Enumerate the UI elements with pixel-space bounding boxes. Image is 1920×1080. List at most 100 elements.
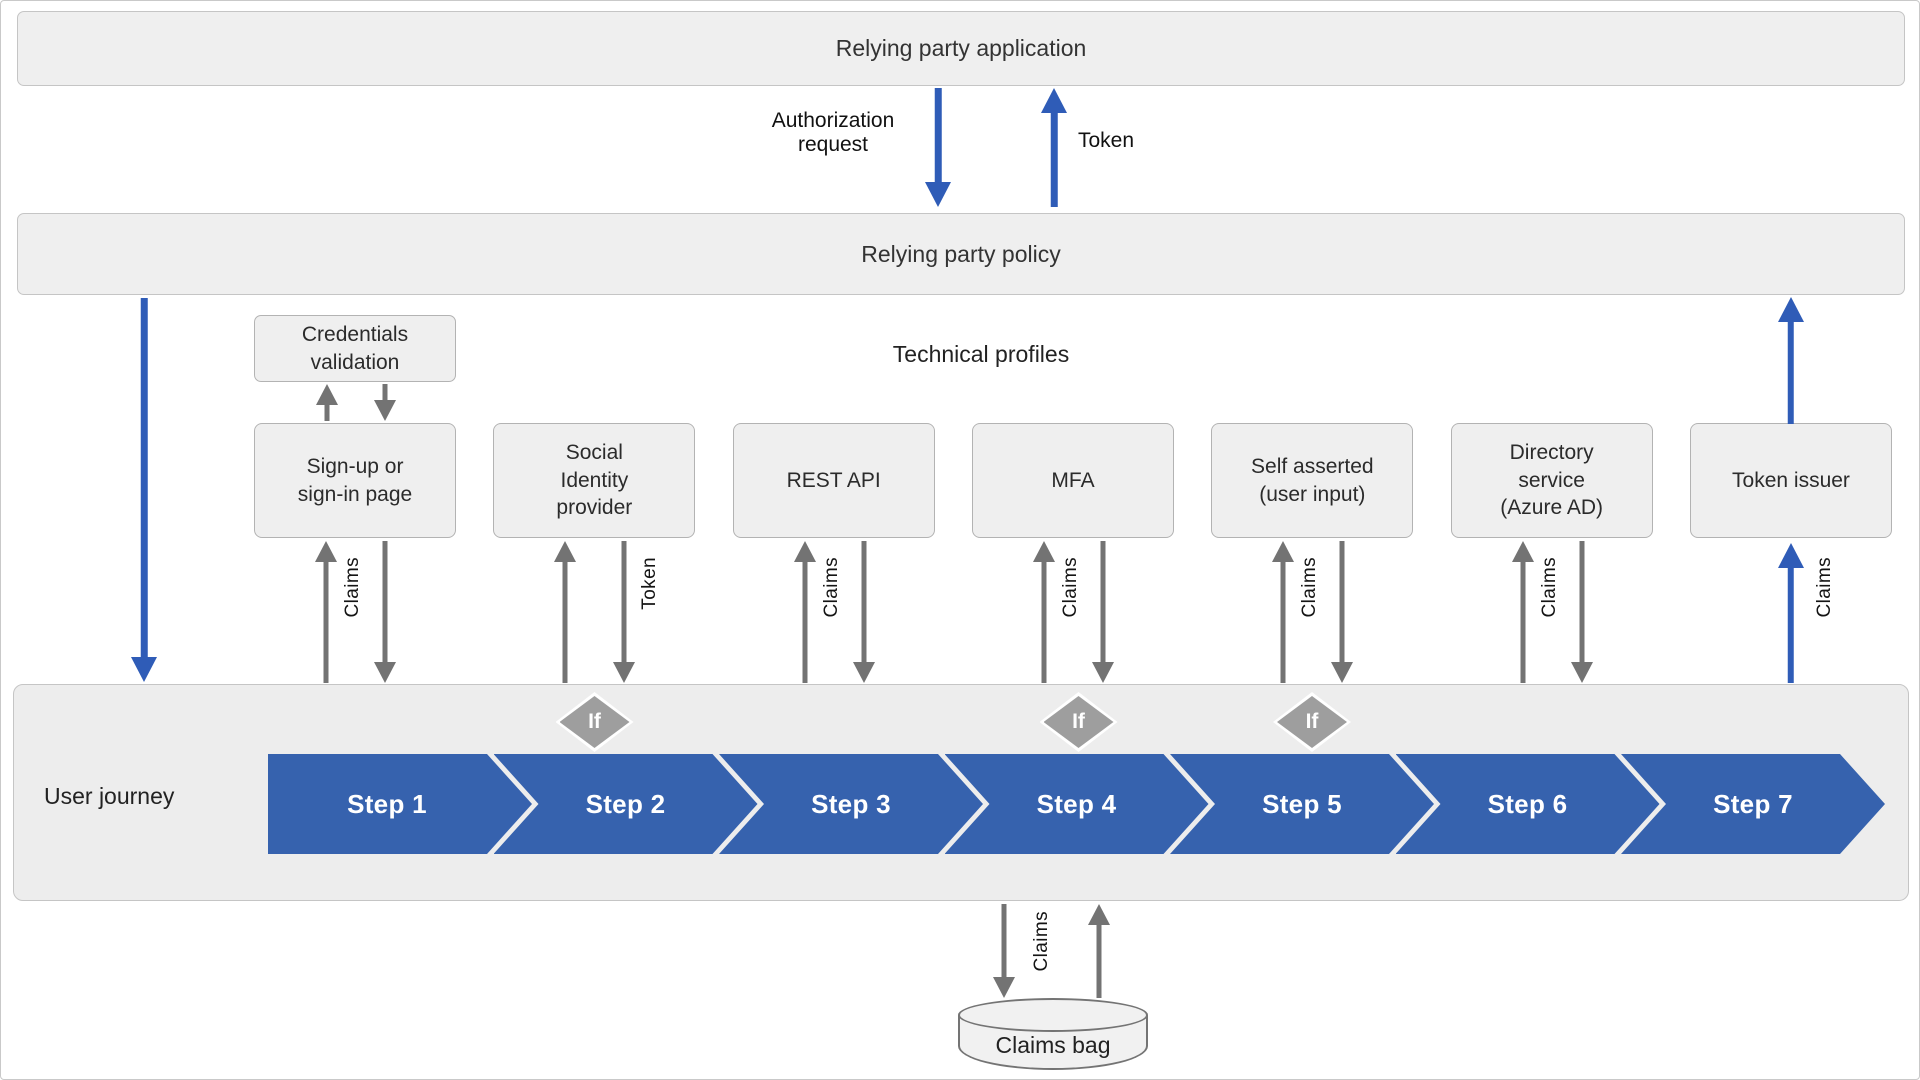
sign-up-sign-in-claims-down-arrow [371, 541, 399, 683]
self-asserted-claims-down-arrow [1328, 541, 1356, 683]
claims-bag-up-arrow [1085, 904, 1113, 998]
arrow-head [1041, 88, 1067, 113]
arrow-head [554, 541, 577, 562]
arrow-head [1511, 541, 1534, 562]
token-issuer-to-policy-arrow [1777, 297, 1805, 424]
arrow-shaft [323, 560, 329, 683]
authorization-request-arrow [924, 88, 952, 207]
token-issuer-claims-up-arrow [1777, 543, 1805, 683]
claims-bag-connector-label: Claims [1031, 911, 1052, 972]
arrow-shaft [802, 560, 808, 683]
step-label-6: Step 6 [1487, 788, 1568, 819]
self-asserted-connector-label: Claims [1299, 557, 1321, 618]
rest-api-claims-up-arrow [791, 541, 819, 683]
arrow-shaft [1001, 904, 1007, 979]
arrow-shaft [1787, 316, 1795, 424]
sign-up-sign-in-claims-up-arrow [312, 541, 340, 683]
profile-box-social-identity-provider: Social Identity provider [493, 423, 696, 538]
arrow-shaft [382, 384, 388, 402]
directory-service-claims-up-arrow [1509, 541, 1537, 683]
profile-box-rest-api: REST API [732, 423, 935, 538]
step-chevron-1: Step 1 [268, 754, 532, 854]
credentials-validation-up-arrow [313, 384, 341, 421]
step-label-1: Step 1 [347, 788, 427, 819]
arrow-head [1272, 541, 1295, 562]
claims-bag-cylinder: Claims bag [958, 998, 1148, 1070]
profile-box-mfa: MFA [971, 423, 1175, 538]
claims-bag-top-ellipse [958, 998, 1148, 1032]
rest-api-connector-label: Claims [820, 557, 842, 618]
arrow-head [316, 384, 338, 405]
step-label-2: Step 2 [585, 788, 666, 819]
social-identity-provider-claims-down-arrow [610, 541, 638, 683]
arrow-head [1570, 662, 1593, 683]
arrow-shaft [1339, 541, 1345, 664]
relying-party-application-label: Relying party application [835, 35, 1087, 61]
arrow-head [925, 182, 951, 207]
credentials-validation-down-arrow [371, 384, 399, 421]
mfa-claims-down-arrow [1089, 541, 1117, 683]
token-return-arrow [1040, 88, 1068, 207]
token-return-label: Token [1078, 129, 1135, 152]
arrow-shaft [934, 88, 942, 188]
step-label-5: Step 5 [1262, 788, 1342, 819]
arrow-head [374, 400, 396, 421]
relying-party-policy-box: Relying party policy [17, 213, 1905, 295]
credentials-validation-box: Credentials validation [254, 315, 456, 382]
social-identity-provider-connector-label: Token [639, 557, 661, 610]
arrow-shaft [621, 541, 627, 664]
claims-bag-down-arrow [990, 904, 1018, 998]
profile-box-token-issuer: Token issuer [1689, 423, 1892, 538]
claims-bag-label: Claims bag [995, 1032, 1111, 1058]
social-identity-provider-claims-up-arrow [551, 541, 579, 683]
profile-box-sign-up-sign-in: Sign-up or sign-in page [254, 423, 457, 538]
arrow-head [1777, 543, 1804, 568]
arrow-head [852, 662, 875, 683]
relying-party-policy-label: Relying party policy [861, 240, 1061, 267]
arrow-shaft [562, 560, 568, 683]
arrow-head [1777, 297, 1804, 322]
arrow-shaft [1041, 560, 1047, 683]
rest-api-claims-down-arrow [850, 541, 878, 683]
arrow-shaft [1050, 107, 1058, 207]
user-journey-label: User journey [44, 783, 175, 809]
profile-box-directory-service: Directory service (Azure AD) [1450, 423, 1653, 538]
arrow-shaft [1579, 541, 1585, 664]
arrow-head [1088, 904, 1110, 925]
arrow-head [1032, 541, 1055, 562]
self-asserted-claims-up-arrow [1269, 541, 1297, 683]
arrow-shaft [140, 298, 148, 663]
arrow-shaft [1520, 560, 1526, 683]
arrow-head [1331, 662, 1354, 683]
relying-party-application-box: Relying party application [17, 11, 1905, 86]
arrow-head [993, 977, 1015, 998]
arrow-shaft [1096, 923, 1102, 998]
arrow-shaft [861, 541, 867, 664]
directory-service-connector-label: Claims [1538, 557, 1560, 618]
technical-profiles-row: Sign-up or sign-in page Social Identity p… [254, 423, 1892, 538]
profile-box-self-asserted: Self asserted (user input) [1211, 423, 1414, 538]
step-label-4: Step 4 [1036, 788, 1117, 819]
directory-service-claims-down-arrow [1568, 541, 1596, 683]
token-issuer-connector-label: Claims [1813, 557, 1835, 618]
step-label-7: Step 7 [1713, 788, 1793, 819]
arrow-head [613, 662, 636, 683]
arrow-head [793, 541, 816, 562]
step-chevron-6: Step 6 [1396, 754, 1660, 854]
step-label-3: Step 3 [811, 788, 891, 819]
policy-to-journey-arrow [130, 298, 158, 682]
arrow-shaft [382, 541, 388, 664]
authorization-request-label: Authorization request [771, 109, 895, 156]
arrow-shaft [324, 403, 330, 421]
arrow-shaft [1280, 560, 1286, 683]
arrow-shaft [1787, 562, 1795, 683]
arrow-head [131, 657, 157, 682]
mfa-connector-label: Claims [1059, 557, 1081, 618]
arrow-head [315, 541, 337, 562]
arrow-head [1091, 662, 1114, 683]
arrow-shaft [1100, 541, 1106, 664]
arrow-head [374, 662, 396, 683]
sign-up-sign-in-connector-label: Claims [342, 557, 363, 618]
technical-profiles-title: Technical profiles [892, 341, 1070, 367]
